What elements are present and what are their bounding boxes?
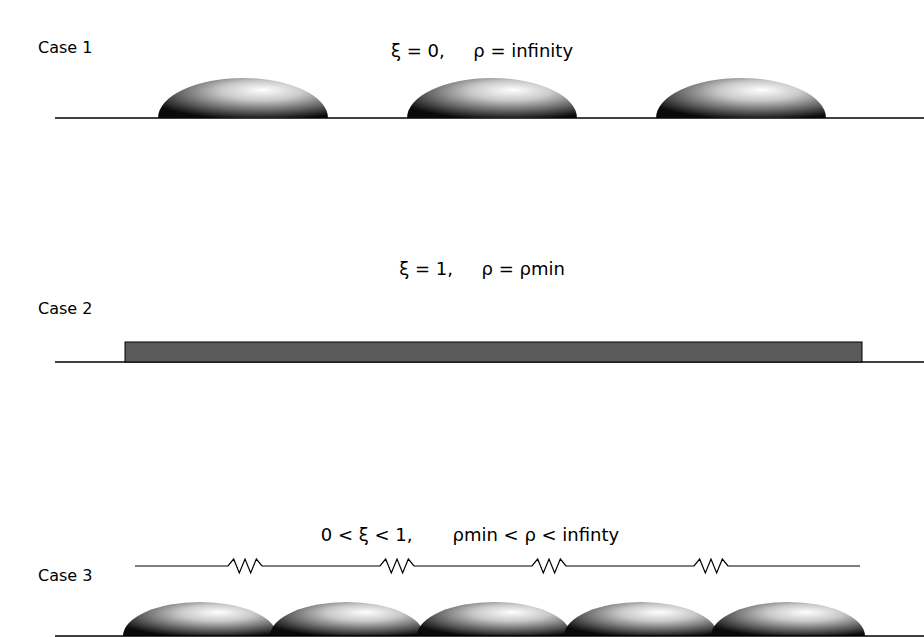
droplet [407, 78, 577, 118]
resistor-chain [135, 559, 860, 573]
droplet [417, 602, 571, 636]
droplet [711, 602, 865, 636]
case-label: Case 1 [38, 38, 92, 57]
droplet [158, 78, 328, 118]
droplet [564, 602, 718, 636]
resistor-symbol [135, 559, 860, 573]
droplet [270, 602, 424, 636]
case-label: Case 3 [38, 566, 92, 585]
substrate-line [55, 635, 924, 637]
condition-label: 0 < ξ < 1, ρmin < ρ < infinty [321, 524, 619, 546]
coalesced-droplets [123, 602, 865, 636]
case-label: Case 2 [38, 299, 92, 318]
droplet [123, 602, 277, 636]
condition-label: ξ = 1, ρ = ρmin [399, 258, 565, 280]
droplet [656, 78, 826, 118]
continuous-film [125, 342, 862, 362]
condition-label: ξ = 0, ρ = infinity [391, 40, 573, 62]
